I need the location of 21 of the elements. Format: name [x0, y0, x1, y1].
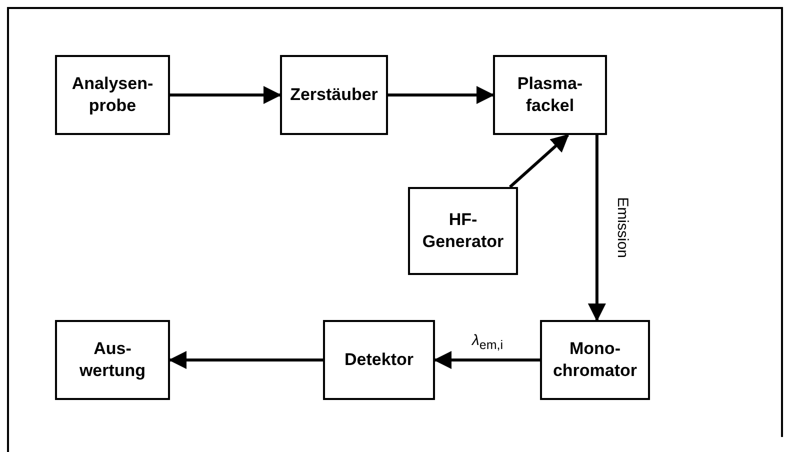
- node-label: Mono- chromator: [552, 338, 638, 382]
- node-label: Detektor: [344, 349, 414, 371]
- node-label: Aus- wertung: [78, 338, 147, 382]
- node-label: HF- Generator: [421, 209, 505, 253]
- arrow: [434, 351, 540, 369]
- process-box: [280, 55, 388, 135]
- arrow: [388, 86, 494, 104]
- process-box: [408, 187, 518, 275]
- node-label: Zerstäuber: [290, 84, 378, 106]
- arrow: [588, 135, 606, 322]
- process-box: [323, 320, 435, 400]
- process-box: [493, 55, 607, 135]
- process-box: [55, 55, 170, 135]
- node-label: Analysen- probe: [70, 73, 154, 117]
- process-box: [55, 320, 170, 400]
- edge-label: λ$_{em,i}$: [472, 332, 504, 352]
- arrow: [168, 351, 323, 369]
- arrow: [170, 86, 282, 104]
- arrow: [509, 134, 570, 188]
- node-label: Plasma- fackel: [516, 73, 584, 117]
- process-box: [540, 320, 650, 400]
